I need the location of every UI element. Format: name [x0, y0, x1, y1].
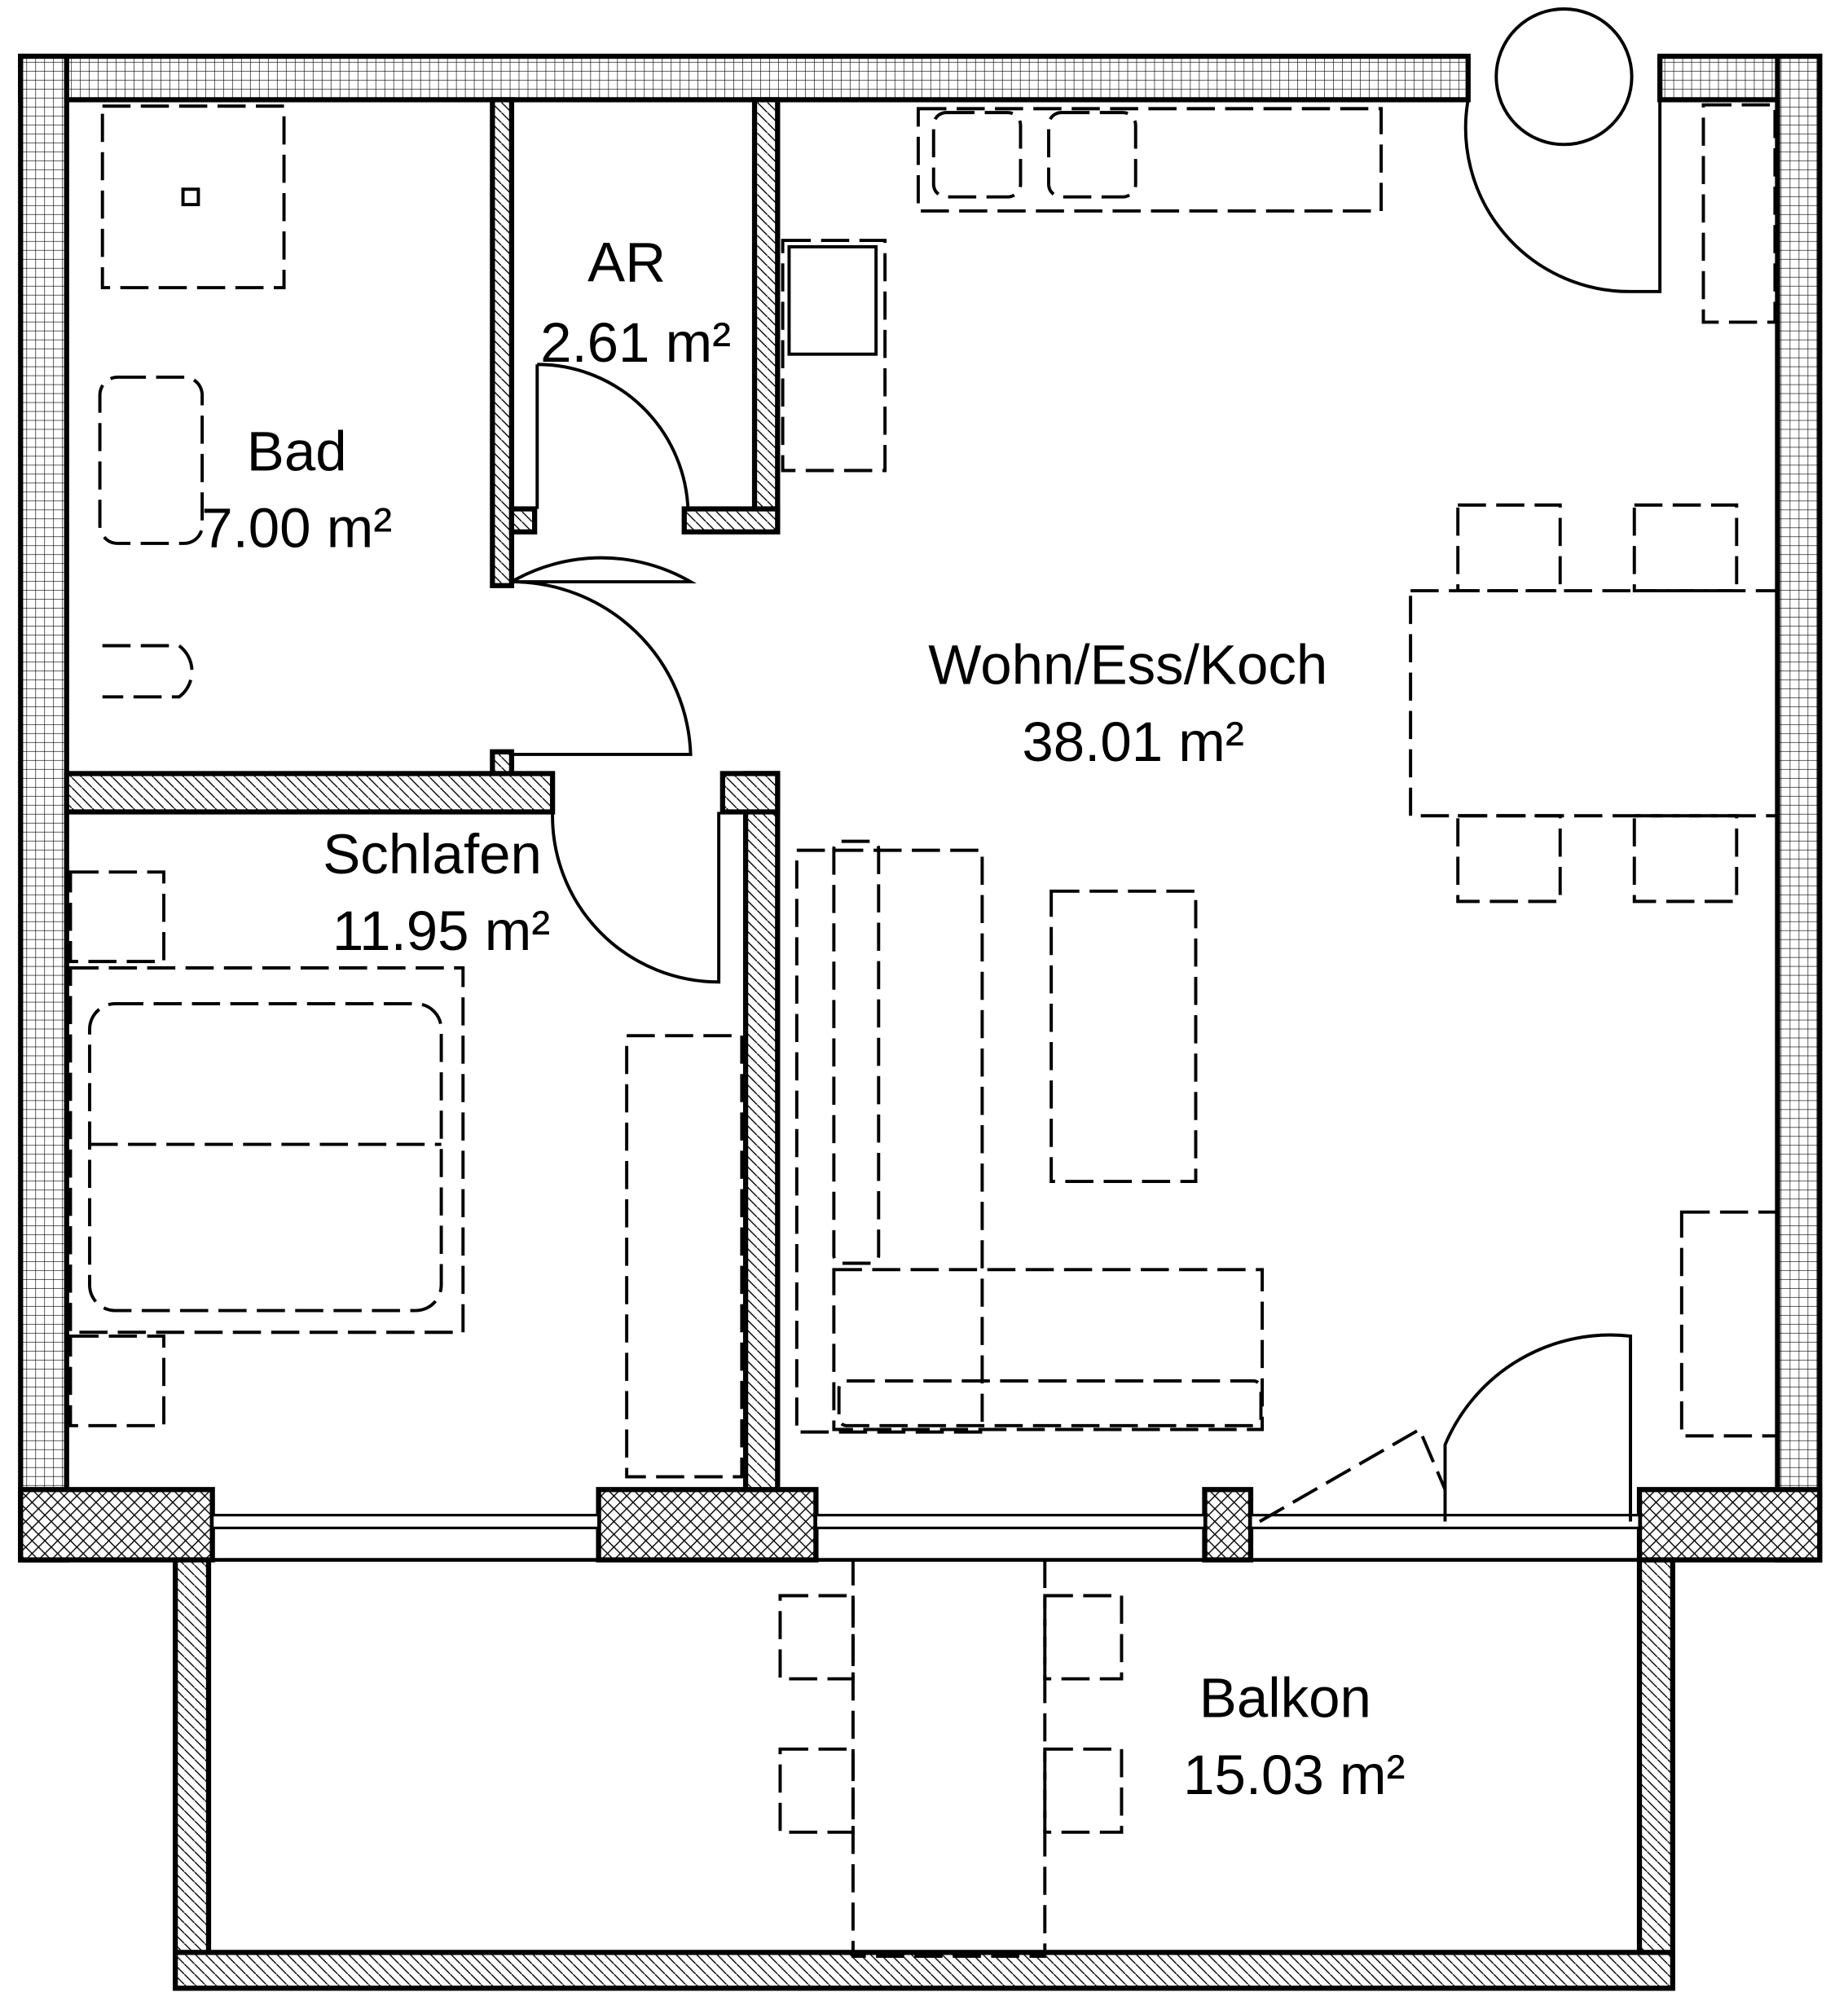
- room-ar: AR 2.61 m²: [540, 230, 731, 374]
- room-name: Bad: [247, 420, 347, 483]
- balcony-walls: [173, 1557, 1675, 1991]
- room-schlafen: Schlafen 11.95 m²: [323, 822, 550, 962]
- windows: [211, 1514, 1641, 1529]
- room-balkon: Balkon 15.03 m²: [1183, 1666, 1405, 1806]
- room-name: Balkon: [1199, 1666, 1371, 1730]
- room-area: 15.03 m²: [1183, 1743, 1405, 1806]
- room-bad: Bad 7.00 m²: [201, 420, 392, 560]
- room-wohn-ess-koch: Wohn/Ess/Koch 38.01 m²: [928, 633, 1327, 773]
- room-area: 2.61 m²: [540, 310, 731, 374]
- room-area: 38.01 m²: [1022, 710, 1243, 773]
- room-name: AR: [587, 230, 666, 293]
- room-name: Wohn/Ess/Koch: [928, 633, 1327, 697]
- room-area: 11.95 m²: [332, 899, 550, 962]
- doors: [510, 7, 1662, 1524]
- room-area: 7.00 m²: [201, 496, 392, 560]
- room-name: Schlafen: [323, 822, 542, 886]
- furniture: [68, 103, 1780, 1959]
- outer-walls: [18, 53, 1823, 1563]
- interior-walls: [64, 97, 781, 1493]
